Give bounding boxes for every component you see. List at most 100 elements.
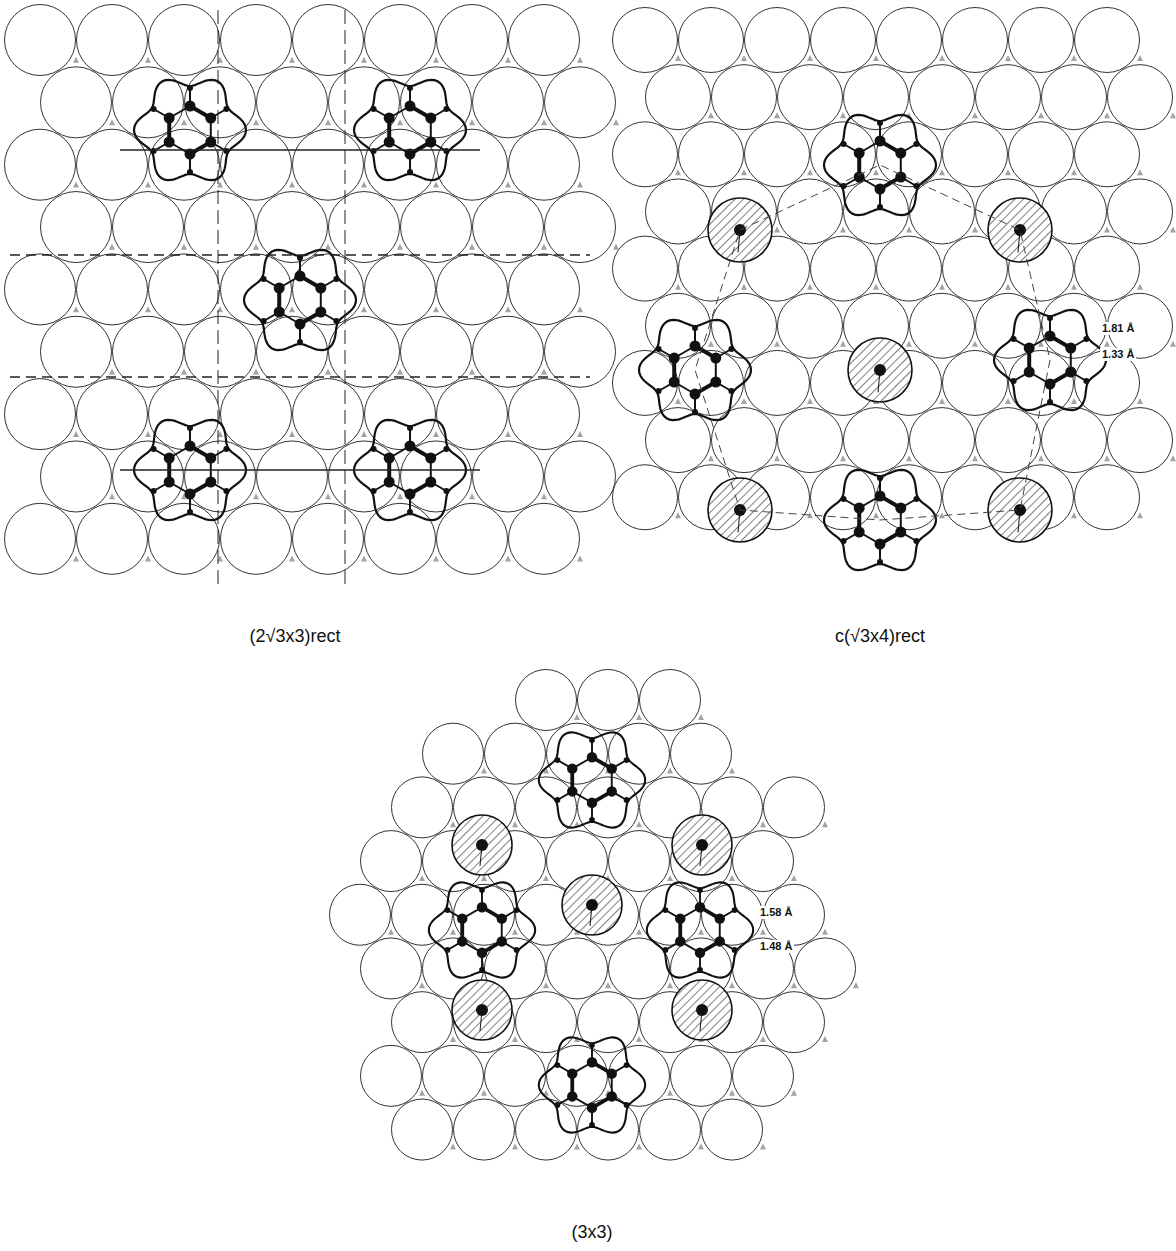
hollow-site: [543, 875, 549, 881]
substrate-atom: [1042, 65, 1107, 130]
carbon-atom: [895, 503, 906, 514]
hydrogen-atom: [656, 388, 662, 394]
substrate-atom: [473, 441, 544, 512]
hydrogen-atom: [407, 169, 413, 175]
hollow-site: [289, 181, 295, 187]
carbon-atom: [587, 1057, 597, 1067]
substrate-atom: [613, 350, 678, 415]
hollow-site: [675, 169, 681, 175]
hollow-site: [1137, 512, 1143, 518]
carbon-atom: [875, 539, 886, 550]
substrate-atom: [778, 65, 843, 130]
substrate-atom: [745, 350, 810, 415]
hollow-site: [450, 821, 456, 827]
hollow-site: [1005, 55, 1011, 61]
substrate-atom: [437, 5, 508, 76]
hollow-site: [253, 119, 259, 125]
hollow-site: [109, 369, 115, 375]
structure-label: (2√3x3)rect: [250, 626, 341, 647]
substrate-atom: [293, 5, 364, 76]
carbon-atom: [669, 377, 680, 388]
substrate-atom: [392, 992, 453, 1053]
hollow-site: [289, 431, 295, 437]
hydrogen-atom: [697, 887, 703, 893]
hollow-site: [577, 181, 583, 187]
hollow-site: [760, 821, 766, 827]
hollow-site: [325, 369, 331, 375]
substrate-atom: [578, 670, 639, 731]
hollow-site: [1170, 112, 1176, 118]
carbon-atom: [295, 319, 306, 330]
substrate-atom: [910, 65, 975, 130]
hollow-site: [481, 1090, 487, 1096]
hydrogen-atom: [443, 148, 449, 154]
hydrogen-atom: [333, 318, 339, 324]
hollow-site: [636, 821, 642, 827]
substrate-atom: [221, 503, 292, 574]
hollow-site: [73, 431, 79, 437]
carbon-atom: [875, 491, 886, 502]
hollow-site: [397, 119, 403, 125]
substrate-atom: [473, 192, 544, 263]
hydrogen-atom: [555, 1102, 561, 1108]
substrate-atom: [361, 1045, 422, 1106]
substrate-atom: [844, 408, 909, 473]
hollow-site: [1137, 55, 1143, 61]
substrate-atom: [910, 179, 975, 244]
substrate-atom: [943, 122, 1008, 187]
substrate-atom: [1009, 8, 1074, 73]
substrate-atom: [679, 122, 744, 187]
hydrogen-atom: [1011, 336, 1017, 342]
structure-label: (3x3): [571, 1222, 612, 1243]
carbon-atom: [205, 113, 216, 124]
hollow-site: [505, 306, 511, 312]
hollow-site: [807, 55, 813, 61]
hollow-site: [774, 341, 780, 347]
hydrogen-atom: [877, 120, 883, 126]
substrate-atom: [609, 723, 670, 784]
hollow-site: [873, 284, 879, 290]
hollow-site: [512, 821, 518, 827]
benzene-molecule: [824, 115, 936, 215]
van-der-waals-outline: [824, 115, 936, 215]
hydrogen-atom: [913, 496, 919, 502]
hollow-site: [181, 119, 187, 125]
substrate-atom: [437, 129, 508, 200]
hollow-site: [505, 181, 511, 187]
carbon-atom: [384, 453, 395, 464]
hollow-site: [512, 1036, 518, 1042]
substrate-atom: [509, 5, 580, 76]
hydrogen-atom: [479, 967, 485, 973]
substrate-atom: [77, 129, 148, 200]
hollow-site: [972, 455, 978, 461]
carbon-atom: [477, 948, 487, 958]
hollow-site: [729, 768, 735, 774]
substrate-atom: [423, 723, 484, 784]
carbon-atom: [274, 307, 285, 318]
hydrogen-atom: [732, 947, 738, 953]
hollow-site: [109, 119, 115, 125]
substrate-atom: [5, 5, 76, 76]
hydrogen-atom: [151, 106, 157, 112]
hollow-site: [1170, 227, 1176, 233]
hydrogen-atom: [728, 346, 734, 352]
structure-label: c(√3x4)rect: [835, 626, 925, 647]
hollow-site: [774, 112, 780, 118]
unit-cell-line: [120, 149, 480, 150]
hollow-site: [289, 306, 295, 312]
hydrogen-atom: [187, 85, 193, 91]
substrate-atom: [41, 192, 112, 263]
hydrogen-atom: [333, 276, 339, 282]
co-molecule: [672, 980, 732, 1040]
hollow-site: [840, 112, 846, 118]
hollow-site: [760, 1143, 766, 1149]
substrate-atom: [77, 5, 148, 76]
hollow-site: [1005, 284, 1011, 290]
hydrogen-atom: [223, 488, 229, 494]
substrate-atom: [401, 67, 472, 138]
hollow-site: [774, 455, 780, 461]
hollow-site: [433, 181, 439, 187]
carbon-atom: [695, 948, 705, 958]
hollow-site: [822, 929, 828, 935]
hollow-site: [469, 244, 475, 250]
